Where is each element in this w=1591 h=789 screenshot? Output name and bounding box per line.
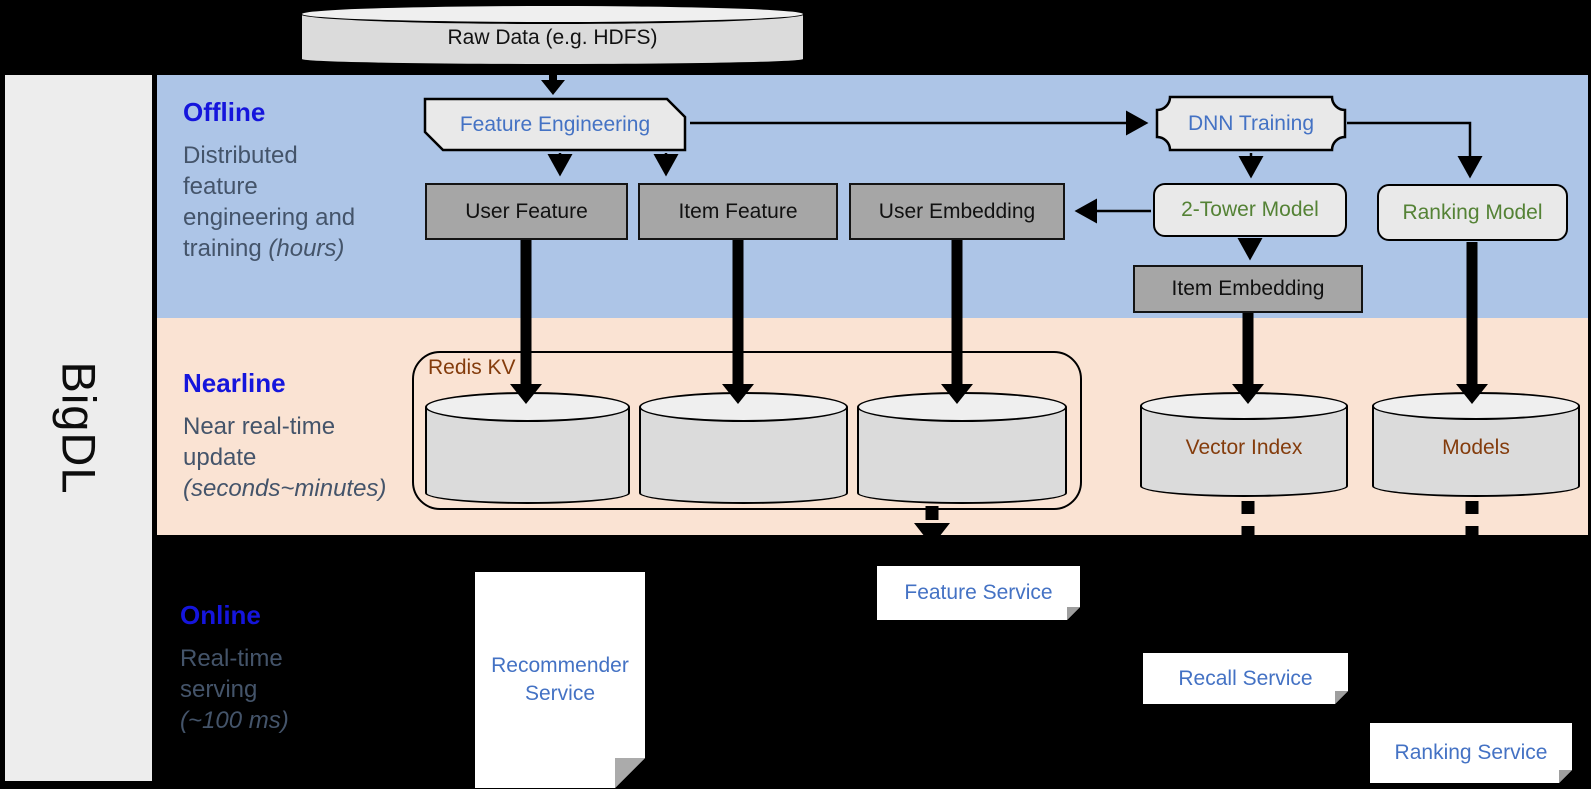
offline-desc-line1: Distributed (183, 142, 298, 169)
ranking-service-node: Ranking Service (1370, 723, 1572, 783)
redis-cylinder-2-body (639, 407, 848, 504)
ranking-model-node: Ranking Model (1377, 184, 1568, 241)
recommender-service-node: Recommender Service (475, 572, 645, 788)
user-embedding-label: User Embedding (878, 199, 1036, 223)
offline-desc-line4-italic: (hours) (268, 235, 345, 262)
bigdl-sidebar: BigDL (5, 75, 152, 781)
vector-index-label: Vector Index (1185, 436, 1303, 459)
item-feature-node: Item Feature (638, 183, 838, 240)
redis-cylinder-2 (639, 392, 848, 504)
feature-engineering-node: Feature Engineering (422, 96, 688, 153)
raw-data-store: Raw Data (e.g. HDFS) (300, 4, 805, 66)
recall-service-label: Recall Service (1178, 666, 1313, 690)
user-feature-label: User Feature (465, 199, 588, 223)
redis-cylinder-3-top (857, 392, 1067, 422)
offline-desc-line4-text: training (183, 235, 262, 262)
two-tower-model-node: 2-Tower Model (1153, 183, 1347, 237)
models-cylinder-top (1372, 392, 1580, 420)
dnn-training-node: DNN Training (1155, 95, 1347, 152)
feature-engineering-label: Feature Engineering (459, 112, 651, 136)
redis-cylinder-1-top (425, 392, 630, 422)
vector-index-store: Vector Index (1140, 392, 1348, 497)
models-cylinder-body (1372, 406, 1580, 497)
redis-cylinder-3-body (857, 407, 1067, 504)
offline-desc-line3: engineering and (183, 204, 356, 231)
offline-desc-line2: feature (183, 173, 258, 200)
offline-title: Offline (183, 97, 266, 127)
recall-service-node: Recall Service (1143, 653, 1348, 704)
feature-engineering-shape (423, 97, 687, 152)
dnn-training-shape (1155, 95, 1347, 152)
recommender-service-label: Recommender Service (491, 654, 629, 705)
two-tower-model-label: 2-Tower Model (1181, 198, 1319, 221)
models-store: Models (1372, 392, 1580, 497)
ranking-model-label: Ranking Model (1402, 200, 1543, 224)
dnn-training-label: DNN Training (1187, 111, 1315, 135)
user-embedding-node: User Embedding (849, 183, 1065, 240)
redis-kv-container (412, 351, 1082, 510)
redis-cylinder-1-body (425, 407, 630, 504)
item-feature-label: Item Feature (678, 199, 798, 223)
nearline-description: Near real-time update (seconds~minutes) (183, 411, 433, 504)
online-desc-line2: serving (180, 676, 258, 703)
vector-index-cylinder-top (1140, 392, 1348, 420)
redis-cylinder-1 (425, 392, 630, 504)
offline-description: Distributed feature engineering and trai… (183, 140, 433, 264)
online-description: Real-time serving (~100 ms) (180, 643, 430, 736)
models-label: Models (1442, 436, 1510, 459)
online-section-label: Online Real-time serving (~100 ms) (180, 600, 430, 736)
nearline-section-label: Nearline Near real-time update (seconds~… (183, 368, 433, 504)
ranking-service-label: Ranking Service (1394, 741, 1548, 764)
feature-service-label: Feature Service (904, 581, 1053, 604)
nearline-desc-line1: Near real-time (183, 413, 336, 440)
bigdl-label: BigDL (52, 361, 105, 495)
item-embedding-node: Item Embedding (1133, 265, 1363, 313)
feature-service-node: Feature Service (877, 566, 1080, 620)
online-desc-line1: Real-time (180, 645, 283, 672)
redis-cylinder-3 (857, 392, 1067, 504)
vector-index-cylinder-body (1140, 406, 1348, 497)
redis-cylinder-2-top (639, 392, 848, 422)
item-embedding-label: Item Embedding (1171, 277, 1325, 300)
raw-data-cylinder-top (300, 4, 805, 24)
redis-kv-label: Redis KV (428, 356, 516, 379)
user-feature-node: User Feature (425, 183, 628, 240)
nearline-desc-line2: update (183, 444, 257, 471)
offline-desc-line4: training (hours) (183, 233, 433, 264)
online-desc-line3: (~100 ms) (180, 707, 289, 734)
offline-section-label: Offline Distributed feature engineering … (183, 97, 433, 264)
nearline-title: Nearline (183, 368, 286, 398)
raw-data-label: Raw Data (e.g. HDFS) (447, 26, 658, 49)
nearline-desc-line3: (seconds~minutes) (183, 475, 387, 502)
online-title: Online (180, 600, 261, 630)
